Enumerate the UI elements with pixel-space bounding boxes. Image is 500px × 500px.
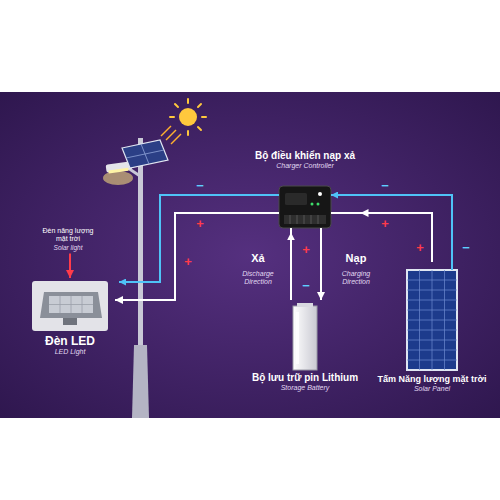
sun-beams <box>161 126 181 144</box>
polarity-sign: + <box>184 255 192 270</box>
flow-connector <box>69 254 71 278</box>
blue-wire <box>119 195 279 282</box>
polarity-sign: − <box>462 241 470 256</box>
light-pole <box>138 138 143 350</box>
sun-ray <box>187 131 189 135</box>
panel-grid <box>126 144 164 164</box>
component-name: Bộ lưu trữ pin Lithium <box>252 372 358 384</box>
lamp-lens <box>108 168 128 174</box>
lamp-body <box>40 292 102 318</box>
polarity-sign: − <box>381 179 389 194</box>
component-name: Bộ điều khiển nạp xả <box>255 150 355 162</box>
battery-label: Bộ lưu trữ pin LithiumStorage Battery <box>247 300 364 394</box>
street-light <box>103 138 168 418</box>
lamp-mount <box>63 318 77 325</box>
sun-ray <box>198 127 201 130</box>
sun-disc <box>179 108 197 126</box>
component-caption: Charger Controller <box>276 162 334 170</box>
sun-ray <box>202 116 206 118</box>
polarity-sign: − <box>196 179 204 194</box>
battery-cap <box>297 303 313 307</box>
terminal-dividers <box>290 215 318 224</box>
solar-panel-label: Tấm Năng lượng mặt trờiSolar Panel <box>373 262 492 395</box>
sun-beam <box>171 134 181 144</box>
sun-ray <box>187 99 189 103</box>
lamp-grid <box>49 296 93 313</box>
sun-beam <box>161 126 171 136</box>
flow-connector <box>361 213 433 262</box>
led-light-label: Đèn LEDLED Light <box>25 278 115 359</box>
battery-picture <box>293 303 317 370</box>
component-name: Đèn năng lượng mặt trời <box>40 227 96 244</box>
status-led <box>317 203 320 206</box>
component-caption: Storage Battery <box>281 384 330 392</box>
polarity-sign: + <box>302 243 310 258</box>
lamp-glow <box>103 171 133 185</box>
flow-connector <box>290 232 292 300</box>
led-lamp-picture <box>32 281 108 331</box>
terminal-block <box>284 215 326 224</box>
lamp-cells <box>49 296 93 313</box>
sun-beam <box>166 130 176 140</box>
direction-caption: Discharge Direction <box>233 270 283 286</box>
battery-shine <box>296 312 299 364</box>
flow-connector <box>320 232 322 300</box>
sun-ray <box>198 104 201 107</box>
component-caption: LED Light <box>55 348 86 356</box>
pole-solar-panel <box>122 140 168 168</box>
panel-frame <box>407 270 457 370</box>
background-band <box>0 92 500 418</box>
controller-label: Bộ điều khiển nạp xảCharger Controller <box>250 148 361 232</box>
component-caption: Solar light <box>54 244 83 252</box>
polarity-sign: + <box>196 217 204 232</box>
polarity-sign: − <box>302 279 310 294</box>
sun-icon <box>161 99 206 144</box>
controller-case <box>279 186 331 228</box>
polarity-sign: + <box>381 217 389 232</box>
blue-wire <box>331 195 452 270</box>
component-caption: Solar Panel <box>414 385 450 393</box>
pole-base <box>132 345 149 418</box>
battery-body <box>293 306 317 370</box>
direction-caption: Charging Direction <box>331 270 381 286</box>
component-name: Tấm Năng lượng mặt trời <box>378 374 487 385</box>
sun-ray <box>175 104 178 107</box>
direction-label: Nạp <box>346 252 367 265</box>
direction-label: Xả <box>251 252 264 265</box>
controller-panel <box>285 193 307 205</box>
polarity-sign: + <box>416 241 424 256</box>
status-led <box>311 203 314 206</box>
controller-logo <box>318 192 322 196</box>
wires <box>119 195 452 282</box>
controller-device <box>279 186 331 228</box>
panel-cells <box>407 270 457 370</box>
solar-light-label: Đèn năng lượng mặt trờiSolar light <box>36 226 100 254</box>
component-name: Đèn LED <box>45 334 95 348</box>
solar-panel-picture <box>407 270 457 370</box>
flow-connector <box>115 213 250 300</box>
picture-frame <box>32 281 108 331</box>
sun-ray <box>170 116 174 118</box>
